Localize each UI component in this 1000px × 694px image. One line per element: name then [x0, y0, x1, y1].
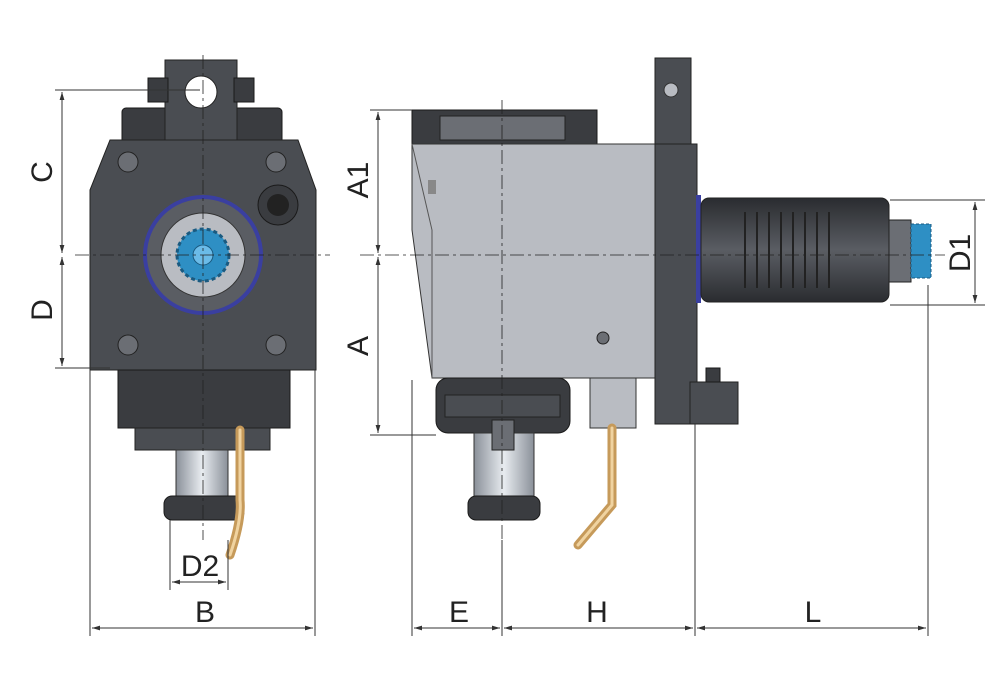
- dim-label-a1: A1: [342, 162, 375, 199]
- clamp-hole: [184, 75, 218, 109]
- clamp-screw-right: [233, 77, 255, 103]
- dim-label-d2: D2: [181, 550, 219, 583]
- tool-shank: [175, 449, 229, 499]
- front-view: [75, 55, 330, 560]
- tool-knob: [163, 495, 245, 521]
- spindle-sleeve: [700, 197, 890, 303]
- dim-label-d1: D1: [944, 234, 977, 272]
- coolant-fitting: [589, 377, 637, 429]
- housing-screw: [596, 331, 610, 345]
- dim-label-e: E: [449, 596, 469, 629]
- body-bolts: [117, 151, 287, 356]
- lower-flange: [134, 427, 271, 451]
- dim-label-h: H: [586, 596, 608, 629]
- dim-label-b: B: [195, 596, 215, 629]
- dim-label-l: L: [805, 596, 822, 629]
- mounting-bracket: [654, 57, 692, 149]
- spline-tip: [888, 219, 912, 283]
- spline-teeth: [910, 223, 932, 279]
- housing-body: [411, 143, 656, 379]
- dimensions: C D B D2 A1 A D1 E H L: [26, 89, 985, 636]
- side-view: [360, 57, 945, 550]
- bottom-clamp: [689, 381, 739, 425]
- lower-block: [117, 369, 291, 429]
- spindle-ribs: [744, 212, 830, 288]
- dim-label-d: D: [26, 299, 59, 321]
- tool-knob-side: [467, 495, 541, 521]
- dim-label-a: A: [342, 336, 375, 356]
- coolant-pipe-side: [573, 423, 617, 550]
- dim-label-c: C: [26, 161, 59, 183]
